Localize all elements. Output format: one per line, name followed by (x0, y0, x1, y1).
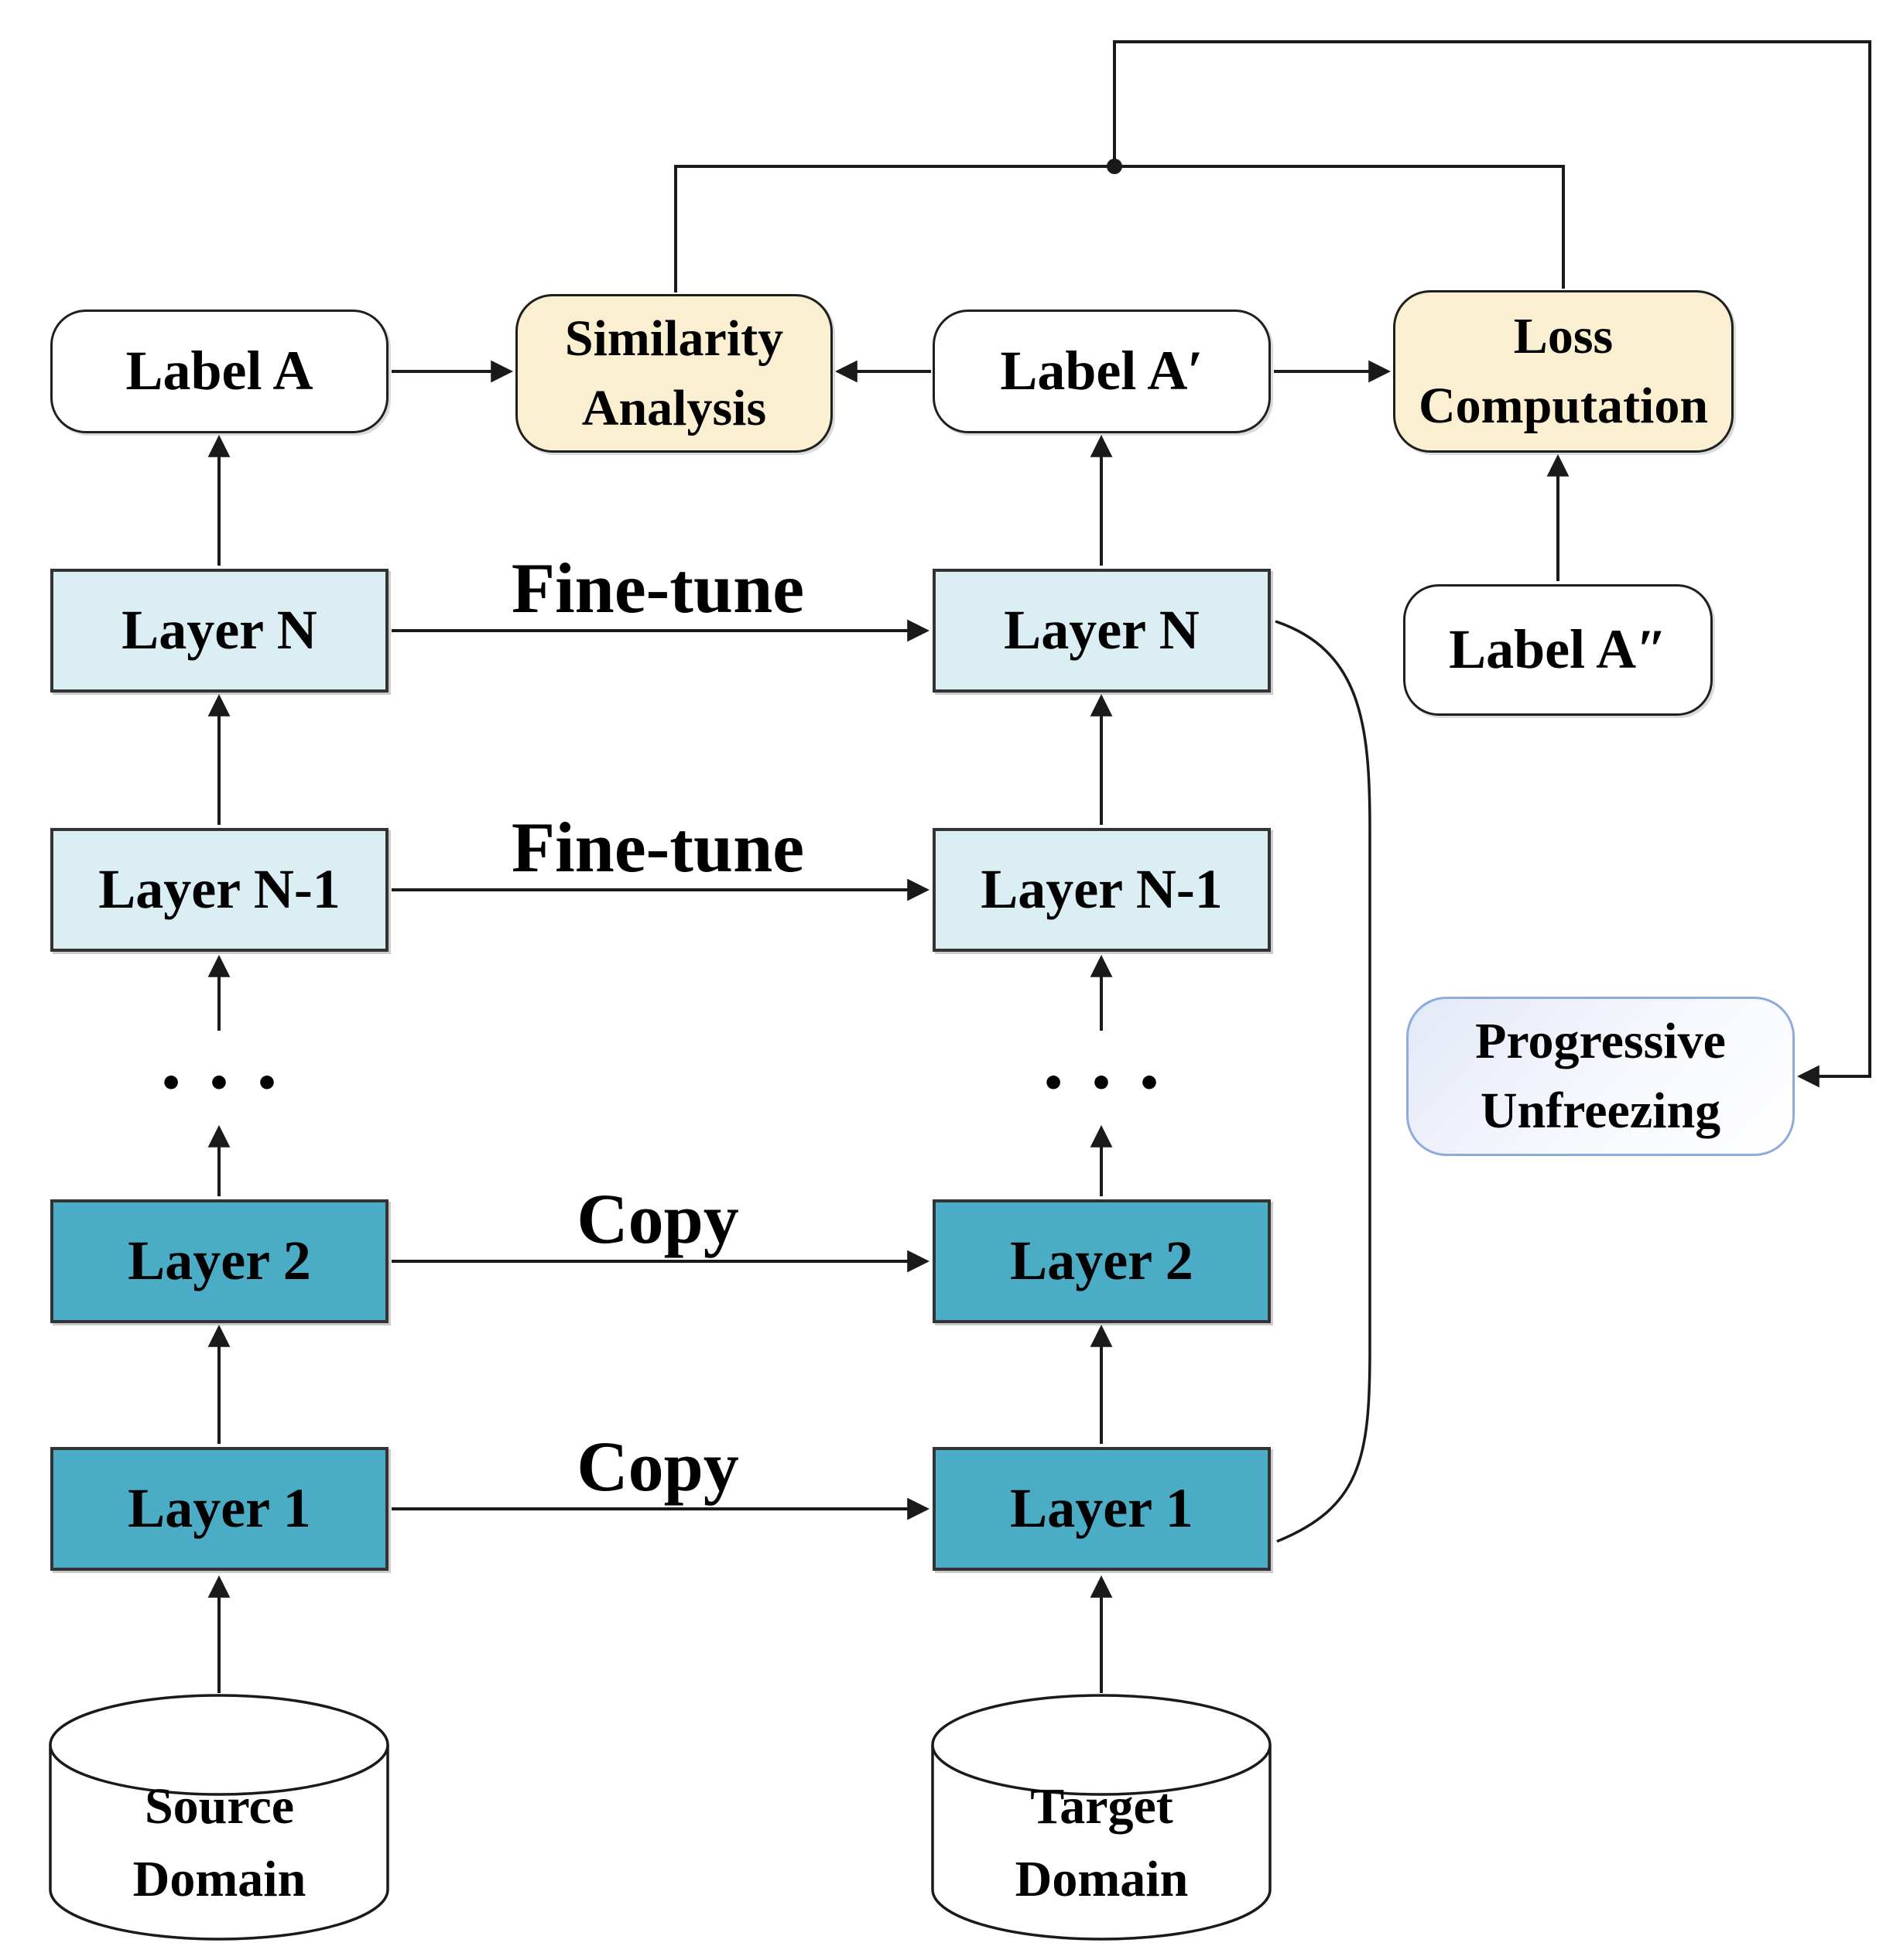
similarity-analysis-line1: Similarity (564, 310, 784, 367)
progressive-unfreezing-box: Progressive Unfreezing (1406, 997, 1795, 1156)
source-hidden-layers-ellipsis: ••• (159, 1060, 303, 1106)
source-layer-2-text: Layer 2 (128, 1230, 311, 1292)
source-layer-n1-box: Layer N-1 (50, 828, 389, 952)
source-layer-1-text: Layer 1 (128, 1477, 311, 1540)
source-domain-line2: Domain (132, 1851, 306, 1907)
fine-tune-label-layer-n1: Fine-tune (511, 808, 805, 887)
label-a-text: Label A (125, 340, 313, 402)
label-a-double-prime-box: Label A″ (1403, 584, 1713, 716)
target-layer-1-text: Layer 1 (1010, 1477, 1193, 1540)
target-layer-n-text: Layer N (1004, 599, 1200, 662)
target-layer-n1-text: Layer N-1 (981, 858, 1223, 921)
target-layer-n-box: Layer N (933, 569, 1271, 693)
progressive-unfreezing-line2: Unfreezing (1480, 1083, 1721, 1139)
loss-computation-box: Loss Computation (1393, 290, 1734, 453)
source-layer-1-box: Layer 1 (50, 1447, 389, 1571)
source-layer-2-box: Layer 2 (50, 1199, 389, 1323)
source-domain-cylinder (49, 1694, 389, 1941)
source-layer-n1-text: Layer N-1 (98, 858, 341, 921)
target-domain-line1: Target (1030, 1778, 1173, 1835)
label-a-prime-text: Label A′ (1000, 340, 1203, 402)
layers-bracket-curve (1275, 620, 1371, 1543)
target-domain-cylinder (931, 1694, 1272, 1941)
similarity-loss-feedback-line (674, 165, 1565, 292)
arrows (207, 40, 1871, 1693)
source-domain-label: Source Domain (50, 1770, 389, 1916)
progressive-unfreezing-line1: Progressive (1475, 1013, 1726, 1069)
label-a-prime-box: Label A′ (933, 310, 1271, 433)
copy-label-layer-1: Copy (577, 1427, 739, 1506)
target-layer-n1-box: Layer N-1 (933, 828, 1271, 952)
target-layer-2-box: Layer 2 (933, 1199, 1271, 1323)
label-a-box: Label A (50, 310, 389, 433)
source-domain-line1: Source (144, 1778, 295, 1835)
target-hidden-layers-ellipsis: ••• (1041, 1060, 1185, 1106)
similarity-analysis-box: Similarity Analysis (515, 294, 833, 453)
label-a-double-prime-text: Label A″ (1449, 618, 1667, 681)
target-domain-line2: Domain (1015, 1851, 1189, 1907)
target-layer-2-text: Layer 2 (1010, 1230, 1193, 1292)
loss-computation-line2: Computation (1418, 378, 1709, 434)
arrow-feedback-to-progressive-unfreezing (1113, 40, 1871, 1088)
fine-tune-label-layer-n: Fine-tune (511, 549, 805, 628)
source-layer-n-text: Layer N (122, 599, 317, 662)
copy-label-layer-2: Copy (577, 1179, 739, 1258)
source-layer-n-box: Layer N (50, 569, 389, 693)
loss-computation-line1: Loss (1513, 308, 1614, 364)
target-domain-label: Target Domain (933, 1770, 1271, 1916)
similarity-analysis-line2: Analysis (581, 379, 767, 436)
target-layer-1-box: Layer 1 (933, 1447, 1271, 1571)
